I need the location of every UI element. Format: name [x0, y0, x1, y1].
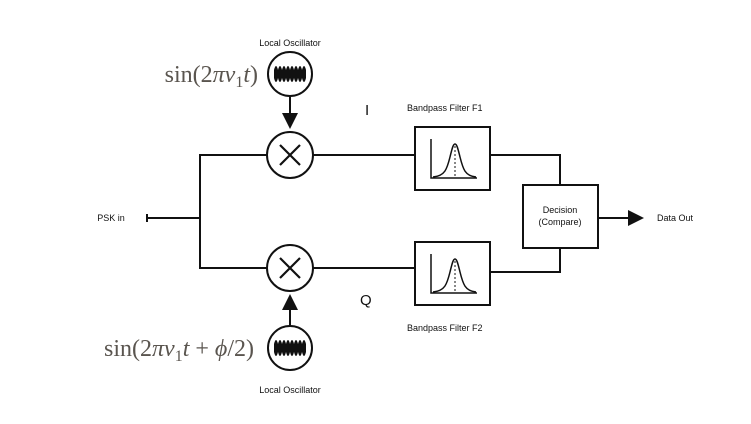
- multiply-icon: [279, 144, 301, 166]
- compare-label: (Compare): [538, 217, 581, 227]
- bottom-mixer: [266, 244, 314, 292]
- top-oscillator-label: Local Oscillator: [259, 38, 321, 48]
- multiply-icon: [279, 257, 301, 279]
- split-wire: [199, 154, 290, 269]
- filter-f1-label: Bandpass Filter F1: [407, 103, 483, 113]
- f1-to-decision-wire: [490, 154, 561, 185]
- f2-to-decision-wire: [490, 248, 561, 273]
- psk-in-label: PSK in: [97, 213, 125, 223]
- q-channel-label: Q: [360, 292, 372, 309]
- decision-label: Decision: [543, 205, 578, 215]
- data-out-label: Data Out: [657, 213, 694, 223]
- bandpass-filter-f2: [414, 241, 491, 306]
- top-mixer: [266, 131, 314, 179]
- filter-f2-label: Bandpass Filter F2: [407, 323, 483, 333]
- decision-block: [522, 184, 599, 249]
- bottom-oscillator-formula: sin(2πν1t + ϕ/2): [104, 336, 254, 365]
- i-channel-label: I: [365, 102, 369, 119]
- bottom-oscillator-label: Local Oscillator: [259, 385, 321, 395]
- bandpass-filter-f1: [414, 126, 491, 191]
- top-oscillator-formula: sin(2πν1t): [165, 62, 258, 91]
- wires: [146, 96, 644, 326]
